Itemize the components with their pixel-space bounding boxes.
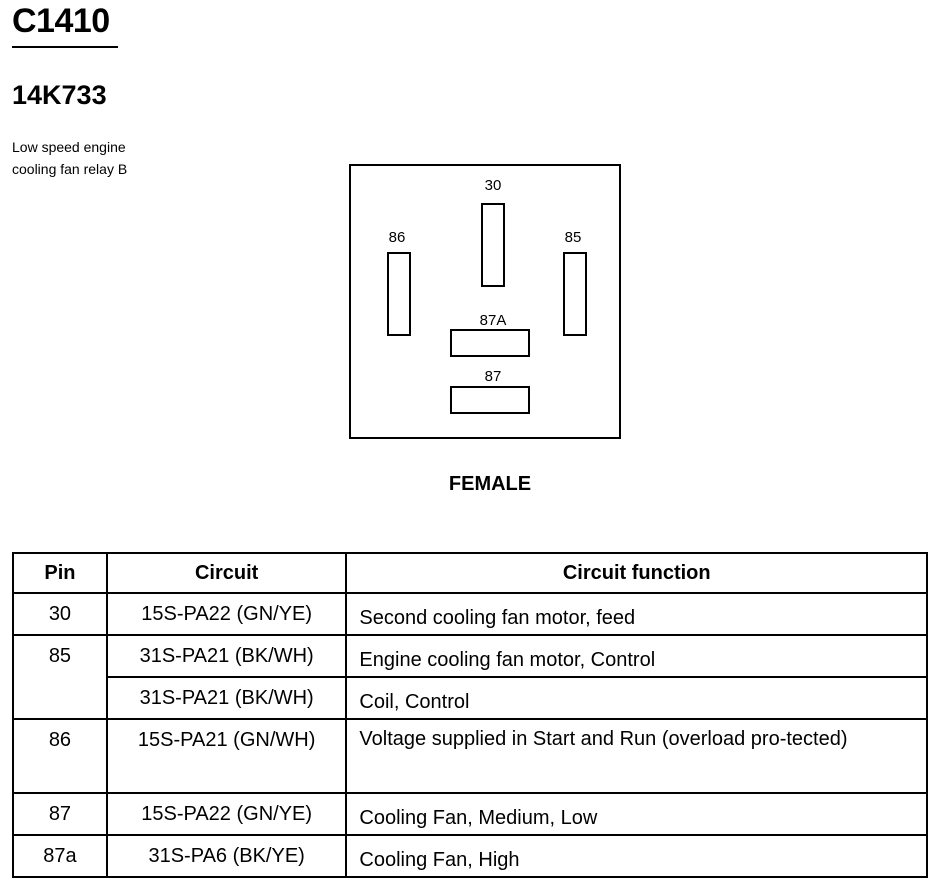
title-underline	[12, 46, 118, 48]
cell-function: Coil, Control	[345, 676, 928, 720]
connector-id: C1410	[12, 2, 110, 40]
pin-slot-85	[563, 252, 587, 336]
connector-gender-label: FEMALE	[448, 473, 532, 495]
cell-circuit: 15S-PA22 (GN/YE)	[105, 792, 348, 836]
pin-slot-86	[387, 252, 411, 336]
cell-circuit: 15S-PA22 (GN/YE)	[105, 592, 348, 636]
cell-pin: 87a	[12, 834, 108, 878]
cell-circuit: 31S-PA6 (BK/YE)	[105, 834, 348, 878]
cell-pin: 86	[12, 718, 108, 794]
pin-slot-87a	[450, 329, 530, 357]
component-description: Low speed engine cooling fan relay B	[12, 136, 182, 180]
table-row: 87a 31S-PA6 (BK/YE) Cooling Fan, High	[12, 834, 928, 878]
table-row: 85 31S-PA21 (BK/WH) Engine cooling fan m…	[12, 634, 928, 720]
description-line: cooling fan relay B	[12, 161, 128, 177]
pin-label-85: 85	[564, 229, 582, 246]
table-row: 87 15S-PA22 (GN/YE) Cooling Fan, Medium,…	[12, 792, 928, 836]
component-id: 14K733	[12, 80, 107, 110]
table-row: 30 15S-PA22 (GN/YE) Second cooling fan m…	[12, 592, 928, 636]
pin-slot-30	[481, 203, 505, 287]
cell-function: Voltage supplied in Start and Run (overl…	[345, 718, 928, 794]
table-header-row: Pin Circuit Circuit function	[12, 552, 928, 594]
header-circuit: Circuit	[105, 552, 348, 594]
pin-circuit-table: Pin Circuit Circuit function 30 15S-PA22…	[12, 552, 928, 878]
pin-slot-87	[450, 386, 530, 414]
pin-label-30: 30	[484, 177, 502, 194]
pin-label-87a: 87A	[479, 312, 507, 329]
cell-pin: 30	[12, 592, 108, 636]
cell-function: Second cooling fan motor, feed	[345, 592, 928, 636]
cell-pin: 87	[12, 792, 108, 836]
table-row: 86 15S-PA21 (GN/WH) Voltage supplied in …	[12, 718, 928, 794]
header-circuit-function: Circuit function	[345, 552, 928, 594]
cell-circuit: 31S-PA21 (BK/WH)	[105, 634, 348, 678]
cell-function: Cooling Fan, High	[345, 834, 928, 878]
connector-face-diagram: 30 86 85 87A 87	[349, 164, 621, 439]
cell-function: Cooling Fan, Medium, Low	[345, 792, 928, 836]
cell-circuit: 31S-PA21 (BK/WH)	[105, 676, 348, 720]
pin-label-87: 87	[484, 368, 502, 385]
header-pin: Pin	[12, 552, 108, 594]
cell-function: Engine cooling fan motor, Control	[345, 634, 928, 678]
table-row: 31S-PA21 (BK/WH) Coil, Control	[13, 676, 928, 720]
description-line: Low speed engine	[12, 139, 126, 155]
cell-pin: 85	[12, 634, 108, 720]
pin-label-86: 86	[388, 229, 406, 246]
cell-circuit: 15S-PA21 (GN/WH)	[105, 718, 348, 794]
